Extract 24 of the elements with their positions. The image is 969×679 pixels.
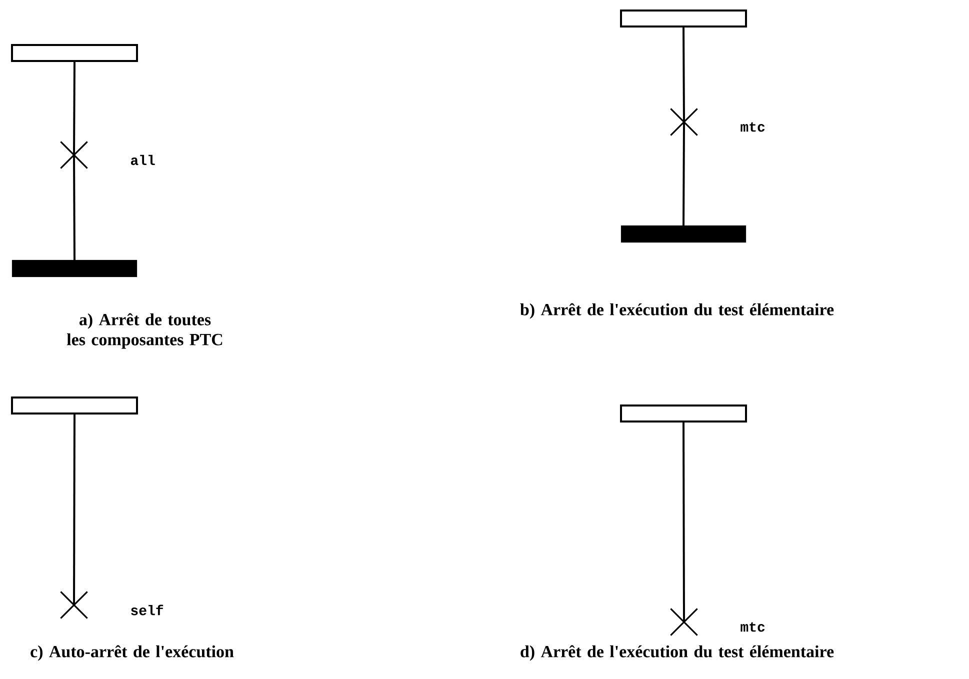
lifeline: [73, 62, 76, 155]
instance-header-box: [11, 44, 138, 62]
stop-cross: [60, 590, 88, 620]
instance-label: mtc: [740, 622, 765, 632]
lifeline: [682, 122, 685, 226]
instance-header-box: [620, 10, 747, 28]
instance-end-bar: [620, 225, 746, 243]
instance-label: mtc: [740, 122, 765, 132]
instance-end-bar: [12, 260, 138, 278]
instance-header-box: [620, 404, 747, 422]
figure-caption: d) Arrêt de l'exécution du test élémentaire: [520, 645, 834, 661]
figure-caption: b) Arrêt de l'exécution du test élémentaire: [520, 303, 834, 319]
stop-cross: [60, 140, 88, 170]
figure-caption: a) Arrêt de toutes les composantes PTC: [66, 313, 222, 349]
stop-cross: [670, 108, 698, 136]
instance-label: self: [131, 604, 164, 616]
lifeline: [73, 414, 76, 605]
lifeline: [73, 154, 76, 260]
instance-header-box: [11, 396, 138, 414]
lifeline: [682, 422, 685, 622]
lifeline: [682, 27, 685, 122]
figure-caption: c) Auto-arrêt de l'exécution: [30, 645, 234, 661]
instance-label: all: [130, 154, 155, 166]
stop-cross: [670, 608, 698, 636]
